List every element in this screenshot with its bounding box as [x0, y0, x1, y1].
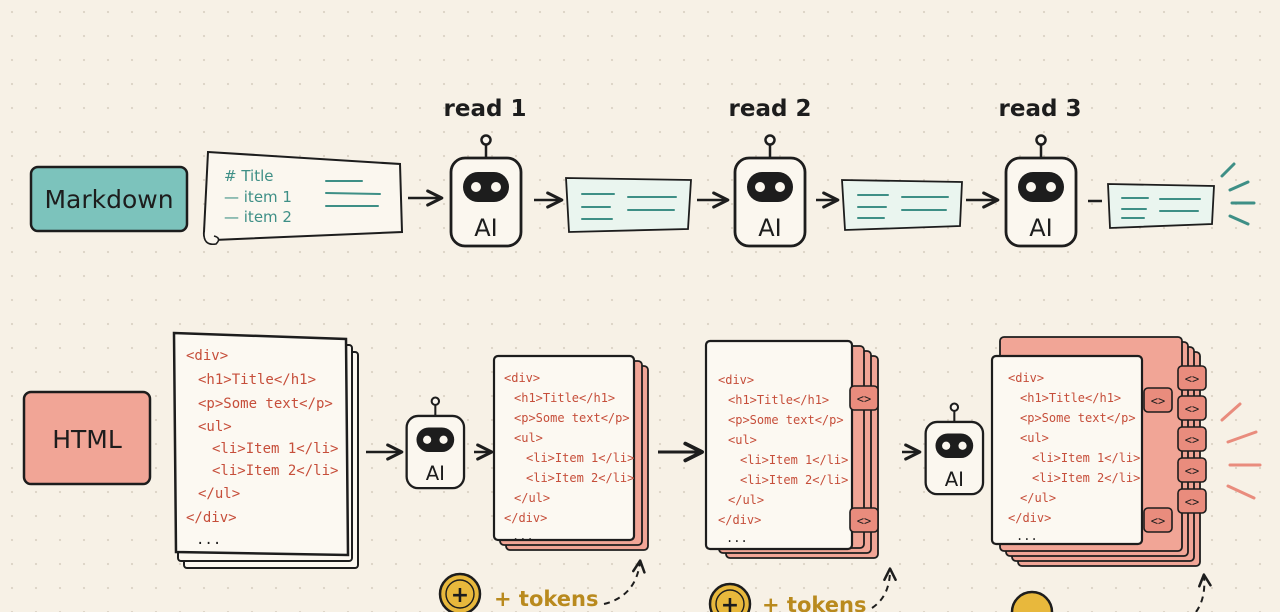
html-line: <ul>: [1020, 431, 1049, 445]
svg-text:<>: <>: [1151, 394, 1165, 408]
svg-text:<>: <>: [1185, 372, 1199, 386]
html-line: <li>Item 1</li>: [740, 453, 848, 467]
html-output-document-3: <> <> <> <> <> <> <> <div> <h1>Title</h1…: [990, 336, 1207, 567]
svg-text:<>: <>: [857, 514, 871, 528]
token-coin-icon: +: [708, 582, 752, 612]
token-arrow-1: [603, 559, 646, 605]
svg-text:<>: <>: [857, 392, 871, 406]
html-line: <p>Some text</p>: [728, 413, 844, 427]
robot-icon-md-1: AI: [449, 134, 523, 248]
html-line: </ul>: [1020, 491, 1056, 505]
html-line: <div>: [718, 373, 754, 387]
html-line: <div>: [1008, 371, 1044, 385]
markdown-source-scroll: # Title — item 1 — item 2: [202, 150, 404, 246]
html-line: <li>Item 2</li>: [1032, 471, 1140, 485]
html-source-document: <div> <h1>Title</h1> <p>Some text</p> <u…: [172, 331, 359, 569]
token-coin-icon: [1010, 590, 1054, 612]
html-line: <p>Some text</p>: [1020, 411, 1136, 425]
markdown-line-item-2: — item 2: [224, 208, 292, 226]
robot-icon-html-2: AI: [924, 402, 985, 496]
svg-text:+: +: [451, 583, 469, 608]
tag-tab-icon: <>: [849, 385, 879, 411]
html-label: HTML: [52, 425, 122, 454]
html-line: <h1>Title</h1>: [198, 372, 316, 388]
tag-tab-icon: <>: [1177, 365, 1207, 391]
md-output-card-2: [841, 179, 963, 231]
html-line: <p>Some text</p>: [514, 411, 630, 425]
html-line: <li>Item 1</li>: [1032, 451, 1140, 465]
markdown-label: Markdown: [44, 185, 173, 214]
token-label-2: + tokens: [762, 593, 866, 612]
html-burst-lines: [1220, 402, 1262, 500]
tag-tab-icon: <>: [1143, 387, 1173, 413]
svg-text:+: +: [721, 593, 739, 612]
html-line: <div>: [186, 348, 228, 364]
read-label-2: read 2: [729, 96, 812, 122]
html-line: ...: [726, 531, 748, 545]
html-line: <ul>: [198, 419, 232, 435]
html-label-box: HTML: [22, 390, 152, 486]
markdown-line-title: # Title: [224, 167, 273, 185]
html-line: <p>Some text</p>: [198, 396, 333, 412]
html-line: <li>Item 1</li>: [526, 451, 634, 465]
tag-tab-icon: <>: [1143, 507, 1173, 533]
markdown-label-box: Markdown: [29, 165, 189, 233]
html-line: </ul>: [198, 486, 240, 502]
html-line: </ul>: [728, 493, 764, 507]
html-line: <li>Item 2</li>: [212, 463, 338, 479]
html-line: <li>Item 1</li>: [212, 441, 338, 457]
html-line: <ul>: [514, 431, 543, 445]
md-burst-lines: [1220, 162, 1256, 226]
html-line: <h1>Title</h1>: [1020, 391, 1121, 405]
html-output-document-2: <> <> <div> <h1>Title</h1> <p>Some text<…: [704, 339, 879, 559]
robot-ai-text: AI: [474, 214, 498, 242]
svg-text:<>: <>: [1185, 464, 1199, 478]
svg-text:<>: <>: [1185, 433, 1199, 447]
html-line: </div>: [504, 511, 547, 525]
html-line: </ul>: [514, 491, 550, 505]
html-line: <h1>Title</h1>: [514, 391, 615, 405]
html-line: </div>: [718, 513, 761, 527]
svg-text:<>: <>: [1151, 514, 1165, 528]
html-line: ...: [1016, 529, 1038, 543]
token-label-1: + tokens: [494, 587, 598, 611]
tag-tab-icon: <>: [1177, 457, 1207, 483]
html-line: <li>Item 2</li>: [740, 473, 848, 487]
robot-icon-md-3: AI: [1004, 134, 1078, 248]
token-arrow-2: [871, 567, 897, 609]
svg-text:<>: <>: [1185, 495, 1199, 509]
robot-icon-md-2: AI: [733, 134, 807, 248]
html-line: <h1>Title</h1>: [728, 393, 829, 407]
html-line: ...: [512, 529, 534, 543]
robot-ai-text: AI: [426, 462, 445, 485]
tag-tab-icon: <>: [849, 507, 879, 533]
robot-ai-text: AI: [1029, 214, 1053, 242]
robot-ai-text: AI: [758, 214, 782, 242]
md-output-card-3: [1107, 183, 1215, 229]
token-arrow-3: [1195, 573, 1212, 612]
html-line: </div>: [186, 510, 237, 526]
robot-icon-html-1: AI: [405, 396, 466, 490]
html-line: <ul>: [728, 433, 757, 447]
html-output-document-1: <div> <h1>Title</h1> <p>Some text</p> <u…: [492, 354, 649, 551]
tag-tab-icon: <>: [1177, 426, 1207, 452]
robot-ai-text: AI: [945, 468, 964, 491]
html-line: <li>Item 2</li>: [526, 471, 634, 485]
read-label-1: read 1: [444, 96, 527, 122]
md-output-card-1: [565, 177, 692, 233]
tag-tab-icon: <>: [1177, 395, 1207, 421]
markdown-line-item-1: — item 1: [224, 188, 292, 206]
svg-text:<>: <>: [1185, 402, 1199, 416]
html-line: ...: [196, 532, 221, 548]
token-coin-icon: +: [438, 572, 482, 612]
tag-tab-icon: <>: [1177, 488, 1207, 514]
read-label-3: read 3: [999, 96, 1082, 122]
html-line: </div>: [1008, 511, 1051, 525]
html-line: <div>: [504, 371, 540, 385]
